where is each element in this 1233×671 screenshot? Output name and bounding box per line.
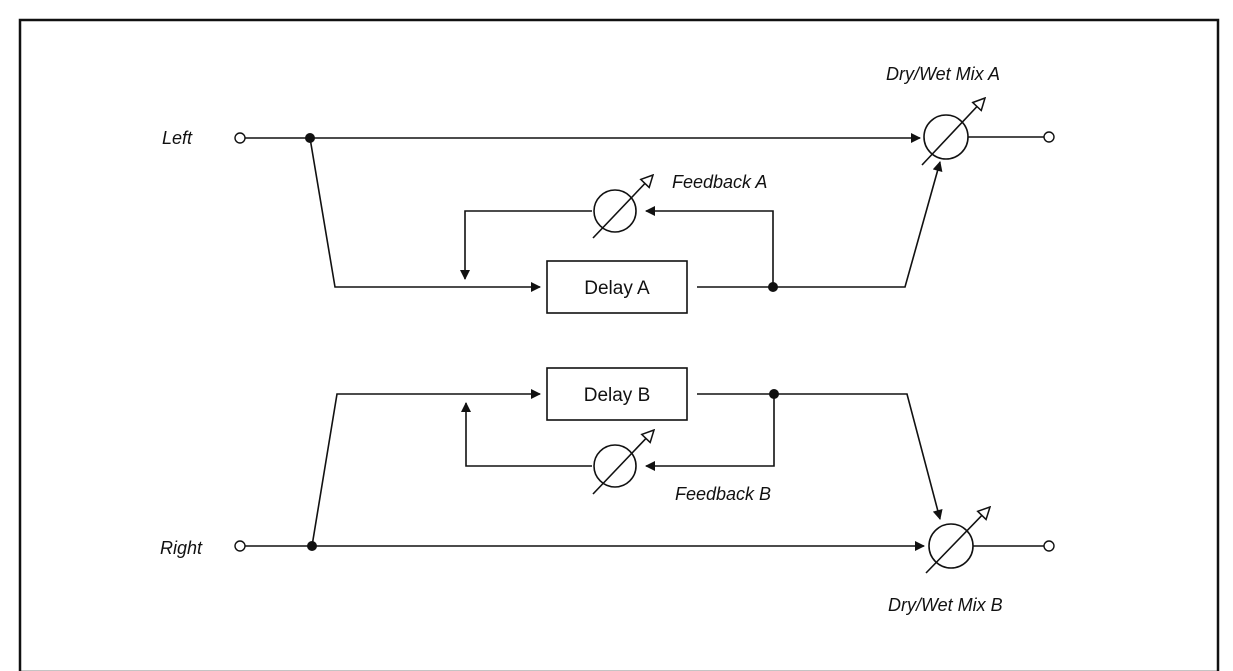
feedback-a-label: Feedback A — [672, 172, 767, 192]
left-output-terminal[interactable] — [1043, 131, 1055, 143]
feedback-a-adjust-arrow — [592, 175, 653, 239]
mix-a-adjust-arrow — [921, 98, 985, 166]
right-input-terminal[interactable] — [234, 540, 246, 552]
left-to-delay-a-path — [309, 137, 541, 292]
left-input-label: Left — [162, 128, 193, 148]
delay-b-to-mix-b-path — [774, 393, 943, 520]
feedback-b-label: Feedback B — [675, 484, 771, 504]
delay-b-label: Delay B — [584, 385, 651, 406]
delay-a-block — [546, 260, 688, 314]
feedback-b-inject-path — [461, 402, 592, 467]
right-output-terminal[interactable] — [1043, 540, 1055, 552]
feedback-a-inject-path — [460, 210, 592, 280]
mix-b-label: Dry/Wet Mix B — [888, 595, 1003, 615]
right-channel: Right Delay B Feedback B Dry/Wet Mix B — [160, 367, 1055, 615]
left-channel: Left Delay A Feedback A Dry/Wet Mix A — [162, 64, 1055, 314]
feedback-b-return-path — [645, 394, 775, 471]
feedback-b-control[interactable] — [593, 444, 637, 488]
mix-b-adjust-arrow — [925, 507, 990, 574]
left-input-terminal[interactable] — [234, 132, 246, 144]
delay-a-label: Delay A — [584, 278, 650, 299]
mix-a-control[interactable] — [923, 114, 969, 160]
feedback-a-control[interactable] — [593, 189, 637, 233]
mix-a-label: Dry/Wet Mix A — [886, 64, 1000, 84]
delay-a-to-mix-a-path — [773, 161, 943, 288]
diagram-frame — [18, 18, 1220, 671]
right-to-delay-b-path — [311, 389, 541, 547]
feedback-a-return-path — [645, 206, 774, 287]
feedback-b-adjust-arrow — [592, 430, 654, 495]
delay-b-block — [546, 367, 688, 421]
right-input-label: Right — [160, 538, 203, 558]
